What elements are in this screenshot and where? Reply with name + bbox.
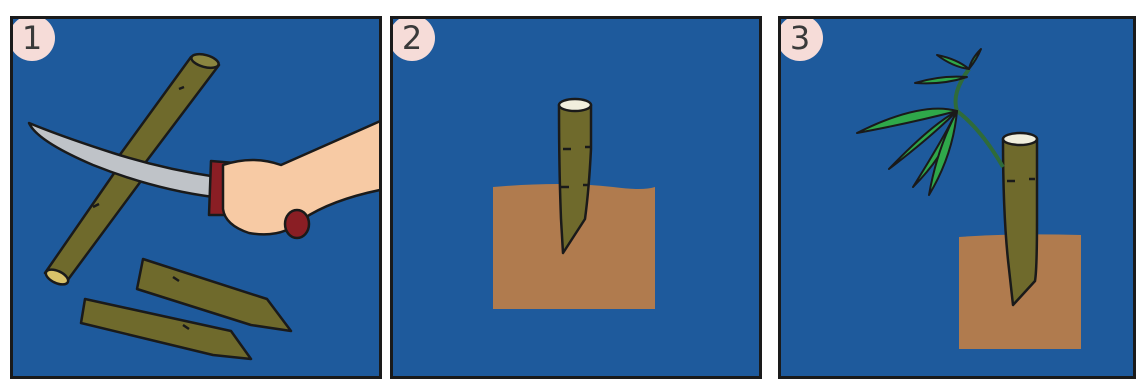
step-3-panel: 3 [778, 16, 1136, 379]
step-1-panel: 1 [10, 16, 382, 379]
cut-piece-icon [81, 259, 291, 359]
leaves-icon [857, 49, 1003, 195]
step-1-illustration [13, 19, 382, 379]
step-3-illustration [781, 19, 1136, 379]
hand-icon [223, 119, 382, 238]
step-2-illustration [393, 19, 762, 379]
step-number-badge: 1 [10, 16, 55, 61]
step-number-badge: 3 [778, 16, 823, 61]
step-number-badge: 2 [390, 16, 435, 61]
step-2-panel: 2 [390, 16, 762, 379]
